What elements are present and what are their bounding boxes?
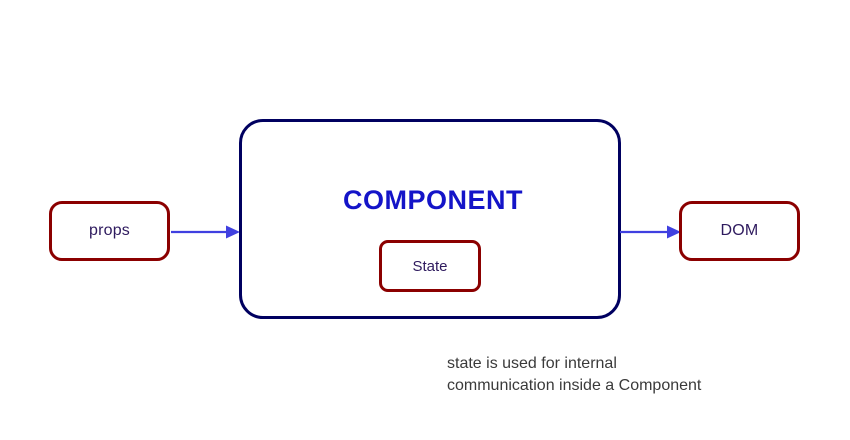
node-state[interactable]: State	[379, 240, 481, 292]
node-component[interactable]: COMPONENT State	[239, 119, 621, 319]
node-props[interactable]: props	[49, 201, 170, 261]
node-dom[interactable]: DOM	[679, 201, 800, 261]
node-dom-label: DOM	[720, 222, 759, 239]
node-props-label: props	[88, 222, 131, 239]
arrow-component-to-dom-icon	[620, 225, 681, 239]
diagram-caption: state is used for internal communication…	[447, 355, 702, 394]
arrow-props-to-component-icon	[171, 225, 240, 239]
node-state-label: State	[412, 257, 448, 275]
node-component-label: COMPONENT	[343, 185, 523, 215]
